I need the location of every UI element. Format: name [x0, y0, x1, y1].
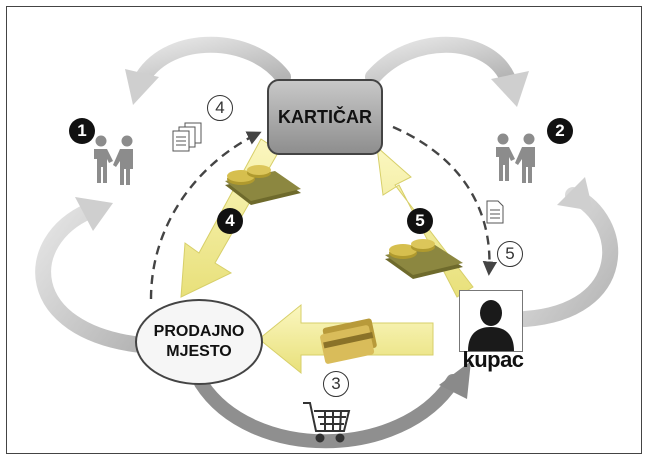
customer-label: kupac	[462, 347, 524, 372]
credit-card-icon	[320, 318, 377, 364]
shopping-cart-icon	[303, 402, 351, 443]
money-icon	[225, 165, 301, 205]
gray-arc-top-left-head	[125, 69, 159, 105]
dashed-arrow-issuer-to-customer	[392, 125, 498, 276]
gray-arc-right	[517, 187, 619, 327]
marker-1: 1	[69, 118, 95, 144]
dashed-arrow-merchant-to-issuer	[149, 131, 262, 300]
marker-5-filled: 5	[407, 208, 433, 234]
gray-arc-top-right	[365, 36, 515, 85]
marker-3: 3	[323, 371, 349, 397]
gray-arc-left	[35, 203, 149, 353]
customer-box	[459, 290, 523, 352]
handshake-icon	[496, 133, 535, 183]
documents-icon	[172, 122, 202, 152]
issuer-label: KARTIČAR	[278, 106, 372, 127]
gray-arc-top-left	[135, 36, 291, 85]
marker-5-outline: 5	[497, 241, 523, 267]
marker-2: 2	[547, 118, 573, 144]
merchant-ellipse: PRODAJNO MJESTO	[135, 299, 263, 385]
marker-4-filled: 4	[217, 208, 243, 234]
issuer-box: KARTIČAR	[267, 79, 383, 155]
gray-arc-left-head	[75, 197, 113, 231]
gray-arc-bottom	[194, 374, 460, 449]
gray-arc-top-right-head	[491, 71, 529, 107]
person-silhouette-icon	[468, 300, 514, 351]
document-icon	[486, 200, 504, 224]
merchant-label-line1: PRODAJNO	[153, 323, 245, 340]
money-icon	[385, 239, 463, 279]
merchant-label-line2: MJESTO	[166, 343, 232, 360]
gray-arc-right-head	[557, 177, 593, 211]
handshake-icon	[94, 135, 133, 185]
gray-arc-bottom-head	[439, 361, 471, 399]
marker-4-outline: 4	[207, 95, 233, 121]
diagram-frame: KARTIČAR PRODAJNO MJESTO kupac 1 2 3 4 4…	[6, 6, 642, 454]
